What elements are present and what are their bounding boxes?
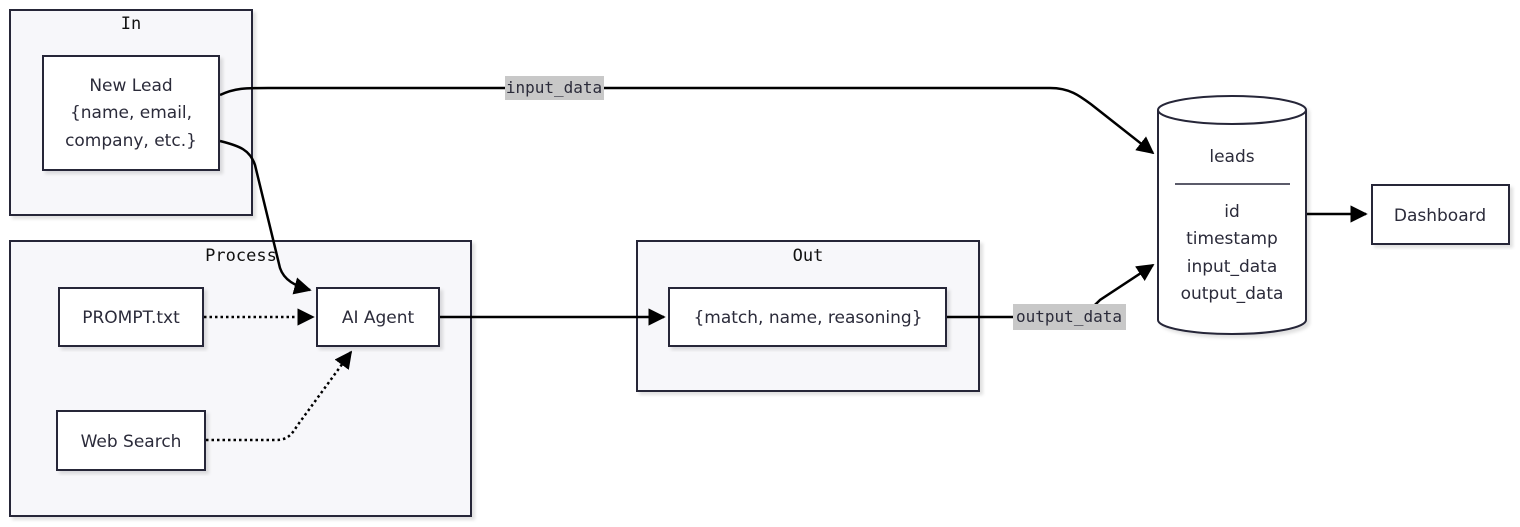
database-name: leads xyxy=(1209,147,1254,167)
edge-label-input-text: input_data xyxy=(506,78,602,97)
ai-agent-label: AI Agent xyxy=(342,308,415,328)
dashboard-label: Dashboard xyxy=(1394,206,1486,226)
prompt-file-label: PROMPT.txt xyxy=(82,308,180,328)
web-search-label: Web Search xyxy=(81,432,182,452)
node-dashboard[interactable]: Dashboard xyxy=(1371,184,1510,245)
node-output-schema[interactable]: {match, name, reasoning} xyxy=(668,287,947,347)
database-field: output_data xyxy=(1181,284,1284,304)
database-field: id xyxy=(1224,202,1240,222)
group-in-title: In xyxy=(121,14,141,34)
new-lead-line-2: {name, email, xyxy=(70,103,192,123)
database-field: timestamp xyxy=(1186,229,1278,249)
group-process: Process xyxy=(9,240,472,517)
group-process-title: Process xyxy=(205,246,277,266)
node-ai-agent[interactable]: AI Agent xyxy=(316,287,440,347)
edge-newlead-to-db xyxy=(219,86,1155,155)
database-field: input_data xyxy=(1187,257,1278,277)
edge-label-input-data: input_data xyxy=(505,76,604,100)
edge-label-output-data: output_data xyxy=(1013,304,1126,330)
group-out-title: Out xyxy=(793,246,824,266)
edge-label-output-text: output_data xyxy=(1016,307,1122,326)
node-new-lead[interactable]: New Lead {name, email, company, etc.} xyxy=(42,55,220,171)
node-prompt-file[interactable]: PROMPT.txt xyxy=(58,287,204,347)
edge-websearch-to-agent xyxy=(206,350,353,442)
new-lead-line-1: New Lead xyxy=(89,76,172,96)
edge-newlead-to-agent xyxy=(219,139,312,295)
new-lead-line-3: company, etc.} xyxy=(65,131,197,151)
database-leads[interactable] xyxy=(1157,95,1307,335)
output-schema-label: {match, name, reasoning} xyxy=(693,308,922,328)
node-web-search[interactable]: Web Search xyxy=(56,410,206,471)
